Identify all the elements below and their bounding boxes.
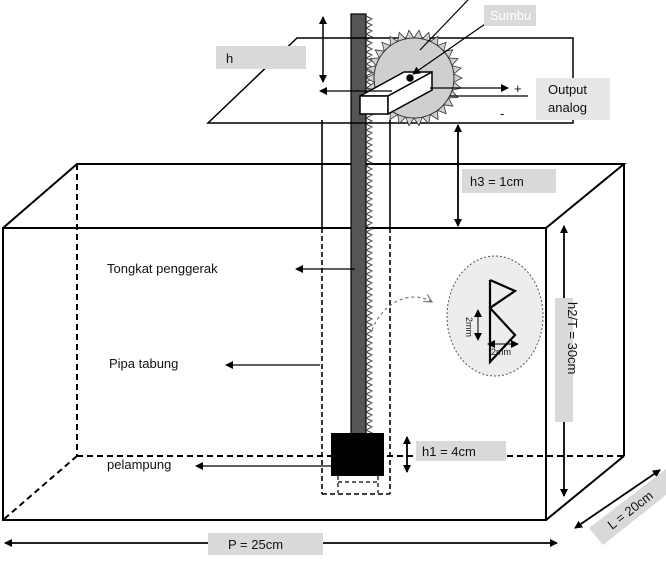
- h3-label: h3 = 1cm: [470, 174, 524, 189]
- p-label-bg: [208, 533, 323, 555]
- sumbu-label: Sumbu: [490, 8, 531, 23]
- plus-sign: +: [514, 81, 522, 96]
- pelampung-label: pelampung: [107, 457, 171, 472]
- pipe-tube: [321, 120, 391, 495]
- sumbu-pointer: [412, 21, 489, 75]
- h3-label-bg: [462, 169, 556, 193]
- sensor-box: [359, 70, 433, 116]
- tooth-width-label: 2mm: [491, 347, 511, 357]
- output-label: Output: [548, 82, 587, 97]
- analog-label: analog: [548, 100, 587, 115]
- tooth-detail: [446, 255, 544, 377]
- h-label-bg: [216, 46, 306, 69]
- l-label-bg: [589, 469, 666, 545]
- tooth-height-label: 2mm: [464, 317, 474, 337]
- p-label: P = 25cm: [228, 537, 283, 552]
- top-pointer: [419, 0, 469, 51]
- sumbu-label-bg: [484, 5, 536, 26]
- l-label: L = 20cm: [605, 488, 656, 533]
- pipa-label: Pipa tabung: [109, 356, 178, 371]
- h-partial-label: h: [226, 51, 233, 66]
- h1-label-bg: [416, 441, 506, 461]
- h2-label-bg: [555, 298, 573, 422]
- minus-sign: -: [500, 106, 504, 121]
- l-arrow: [574, 469, 661, 529]
- h2-label: h2/T = 30cm: [565, 302, 580, 374]
- tongkat-label: Tongkat penggerak: [107, 261, 218, 276]
- h1-label: h1 = 4cm: [422, 444, 476, 459]
- output-label-bg: [536, 78, 610, 120]
- float: [331, 433, 384, 493]
- detail-callout-arrow: [371, 297, 432, 331]
